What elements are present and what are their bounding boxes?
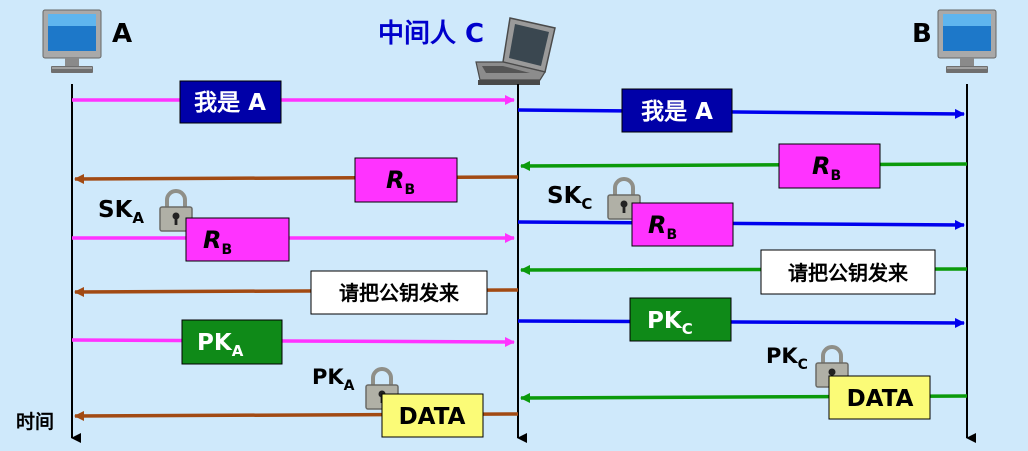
pk-c-sub: C — [682, 320, 693, 338]
rb-sub: B — [404, 182, 415, 198]
request-pk-text: 请把公钥发来 — [788, 261, 909, 285]
arrow-b-to-c-rb — [520, 160, 968, 171]
request-pk-text: 请把公钥发来 — [339, 281, 460, 305]
sk-a-sub: A — [132, 209, 144, 227]
party-c: 中间人 C — [378, 17, 556, 85]
message-iam-a-right: 我是 A — [621, 88, 733, 133]
party-a-label: A — [112, 19, 132, 49]
sk-main: SK — [547, 183, 583, 209]
svg-text:PKA: PKA — [197, 330, 244, 360]
pk-key-main: PK — [312, 365, 344, 389]
rb-main: R — [203, 226, 221, 254]
time-label: 时间 — [16, 411, 54, 433]
svg-text:RB: RB — [386, 166, 415, 198]
message-signed-rb-from-a: RB — [185, 217, 290, 262]
data-text: DATA — [847, 386, 914, 412]
message-rb-from-b: RB — [778, 143, 881, 189]
rb-main: R — [386, 166, 404, 194]
message-data-from-b: DATA — [828, 375, 931, 420]
monitor-icon — [937, 9, 997, 74]
pk-a-sub: A — [232, 342, 244, 360]
svg-text:SKC: SKC — [547, 183, 592, 213]
monitor-icon — [42, 9, 102, 74]
sk-c-sub: C — [581, 195, 592, 213]
svg-text:PKC: PKC — [647, 308, 693, 338]
arrow-c-to-b-signed-rb — [517, 219, 965, 230]
party-b-label: B — [912, 19, 932, 49]
party-c-label: 中间人 C — [378, 19, 484, 49]
data-text: DATA — [399, 404, 466, 430]
pk-main: PK — [647, 308, 683, 334]
rb-sub: B — [221, 242, 232, 258]
arrow-c-to-b-identity — [517, 108, 965, 119]
key-pk-a: PKA — [312, 365, 400, 411]
message-pk-a-from-a: PKA — [181, 319, 283, 365]
rb-main: R — [648, 211, 666, 239]
message-iam-a-text: 我是 A — [194, 90, 266, 116]
key-sk-c: SKC — [547, 177, 642, 221]
svg-text:RB: RB — [203, 226, 232, 258]
message-request-pk-to-a: 请把公钥发来 — [310, 270, 488, 315]
message-rb-to-a: RB — [354, 157, 458, 203]
rb-sub: B — [830, 168, 841, 184]
party-b: B — [912, 9, 997, 74]
sk-main: SK — [98, 197, 134, 223]
message-request-pk-from-b: 请把公钥发来 — [760, 249, 936, 295]
message-pk-c-to-b: PKC — [629, 297, 732, 342]
key-sk-a: SKA — [98, 189, 194, 233]
pk-main: PK — [197, 330, 233, 356]
arrow-c-to-b-pk-c — [517, 317, 965, 328]
pk-key-main: PK — [766, 344, 798, 368]
pk-key-c-sub: C — [798, 357, 808, 373]
svg-text:RB: RB — [648, 211, 677, 243]
message-data-to-a: DATA — [381, 393, 484, 438]
message-iam-a-left: 我是 A — [179, 80, 282, 124]
rb-sub: B — [666, 227, 677, 243]
message-signed-rb-to-b: RB — [631, 202, 734, 247]
message-iam-a-text: 我是 A — [641, 99, 713, 125]
party-a: A — [42, 9, 132, 74]
key-pk-c: PKC — [766, 344, 850, 389]
svg-text:PKC: PKC — [766, 344, 808, 373]
pk-key-a-sub: A — [344, 378, 355, 394]
svg-text:RB: RB — [812, 152, 841, 184]
svg-text:SKA: SKA — [98, 197, 144, 227]
rb-main: R — [812, 152, 830, 180]
laptop-icon — [475, 17, 556, 85]
arrow-a-to-c-pk-a — [71, 336, 515, 347]
svg-text:PKA: PKA — [312, 365, 355, 394]
